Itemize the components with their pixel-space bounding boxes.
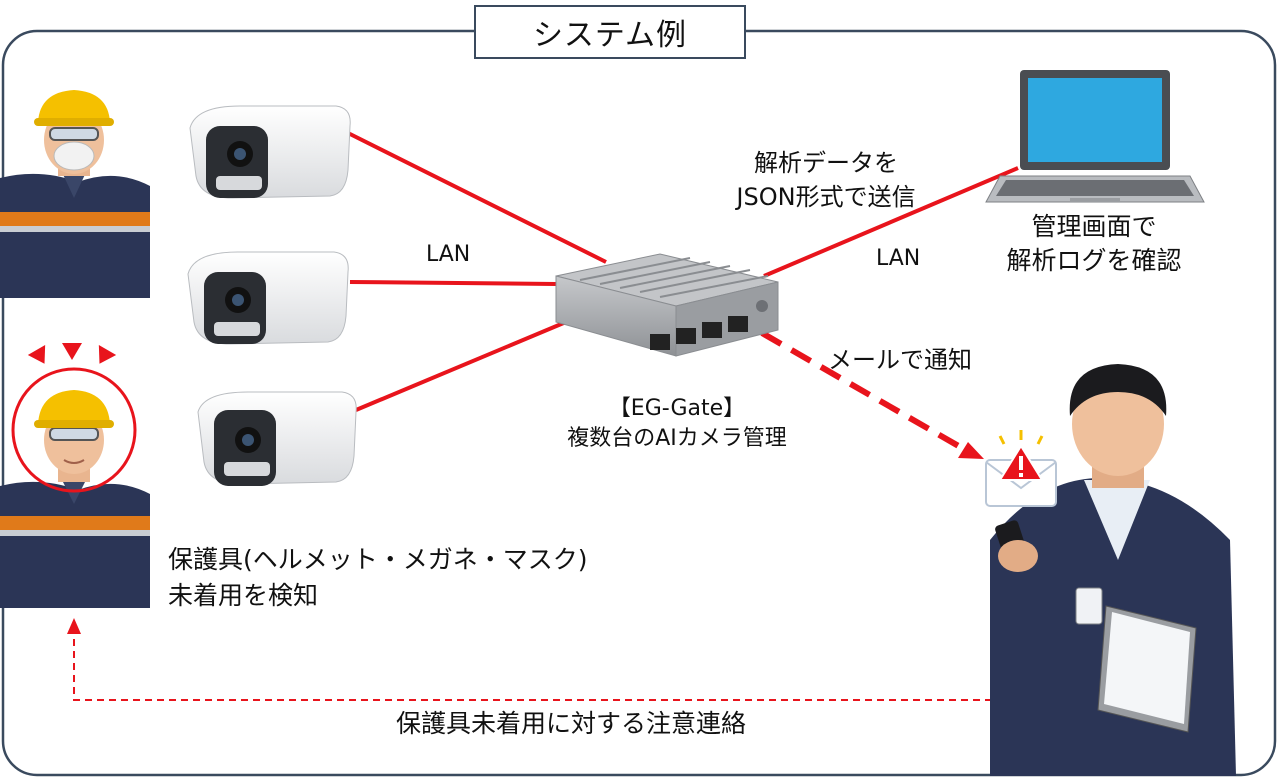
link-camera-2 [349,280,557,286]
link-camera-1 [347,131,607,264]
gateway-caption: 【EG-Gate】 複数台のAIカメラ管理 [567,396,787,451]
manager-icon [990,364,1236,776]
feedback-label: 保護具未着用に対する注意連絡 [396,709,747,738]
link-camera-3 [355,320,567,412]
warning-triangle-right [98,344,117,364]
mail-alert-icon [985,430,1057,507]
worker-icon [0,90,150,298]
lan-label-right: LAN [876,246,921,271]
detection-circle [11,367,137,493]
lan-label-left: LAN [426,242,471,267]
warning-triangle-left [27,344,46,364]
laptop-icon [985,70,1205,203]
gateway-device-icon [555,253,779,357]
mail-arrowhead [958,442,984,459]
security-camera-icon [189,105,351,199]
feedback-arrowhead [67,618,81,634]
detection-caption: 保護具(ヘルメット・メガネ・マスク) 未着用を検知 [168,545,588,610]
feedback-path [73,632,1040,701]
pc-caption: 管理画面で 解析ログを確認 [1006,212,1182,275]
link-mail [760,330,964,451]
diagram-title: システム例 [474,5,746,59]
link-laptop [763,166,1019,278]
security-camera-icon [187,251,349,345]
mail-notify-label: メールで通知 [828,346,972,374]
worker-icon [0,390,150,608]
security-camera-icon [197,391,357,486]
send-data-label: 解析データを JSON形式で送信 [736,149,916,211]
warning-triangle-center [62,343,82,360]
